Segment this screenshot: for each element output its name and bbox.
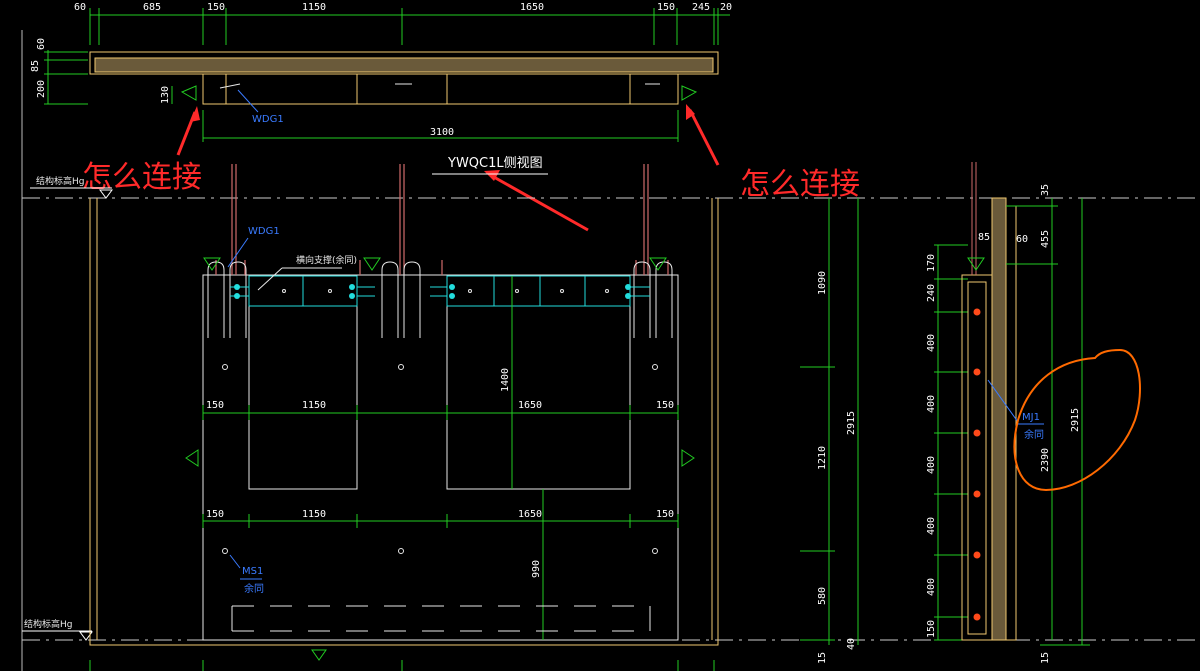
vertical-dim-990: 990 (531, 560, 542, 578)
side-dim-150: 150 (926, 620, 937, 638)
mj1-sub: 余同 (1024, 428, 1044, 441)
annotation-arrows (176, 104, 720, 232)
side-dim-400-b: 400 (926, 395, 937, 413)
row2-dim-150-left: 150 (206, 509, 224, 520)
right-dim-1210: 1210 (817, 446, 828, 470)
side-dim-400-c: 400 (926, 456, 937, 474)
side-top-dim-60: 60 (1016, 234, 1028, 245)
top-dim-245: 245 (692, 2, 710, 13)
drawing-title: YWQC1L侧视图 (447, 156, 543, 171)
level-bottom-label: 结构标高Hg (24, 618, 72, 630)
top-plan-view: 60 685 150 1150 1650 150 245 20 60 85 20… (30, 2, 732, 142)
row2-dim-150-right: 150 (656, 509, 674, 520)
side-top-dim-85: 85 (978, 232, 990, 243)
side-right-dim-15: 15 (1040, 652, 1051, 664)
row1-dim-150-right: 150 (656, 400, 674, 411)
middle-beam-label: 横向支撑(余同) (296, 254, 357, 266)
overall-width-dim: 3100 (430, 127, 454, 138)
annotation-left: 怎么连接 (82, 160, 202, 195)
top-dim-20: 20 (720, 2, 732, 13)
row2-dim-1150: 1150 (302, 509, 326, 520)
side-right-dim-455: 455 (1040, 230, 1051, 248)
top-dim-685: 685 (143, 2, 161, 13)
bottom-ticks (89, 660, 715, 671)
wdg1-mid-label: WDG1 (248, 226, 280, 237)
side-dim-240: 240 (926, 284, 937, 302)
side-right-dim-35: 35 (1040, 184, 1051, 196)
side-dim-400-e: 400 (926, 578, 937, 596)
right-dim-1090: 1090 (817, 271, 828, 295)
side-right-dim-2390: 2390 (1040, 448, 1051, 472)
top-dim-150-left: 150 (207, 2, 225, 13)
side-dim-400-d: 400 (926, 517, 937, 535)
top-dim-150-right: 150 (657, 2, 675, 13)
side-right-dim-2915: 2915 (1070, 408, 1081, 432)
annotation-right: 怎么连接 (740, 167, 860, 202)
top-dim-1150: 1150 (302, 2, 326, 13)
dim-130: 130 (160, 86, 171, 104)
ms1-label: MS1 (242, 566, 263, 577)
row2-dim-1650: 1650 (518, 509, 542, 520)
right-dim-2915: 2915 (846, 411, 857, 435)
row1-dim-1150: 1150 (302, 400, 326, 411)
level-top-label: 结构标高Hg (36, 175, 84, 187)
insulation-hatch (94, 57, 714, 73)
side-dim-170: 170 (926, 254, 937, 272)
row1-dim-150-left: 150 (206, 400, 224, 411)
vertical-dim-1400: 1400 (500, 368, 511, 392)
top-dim-60: 60 (74, 2, 86, 13)
orange-highlight-circle (1013, 348, 1141, 492)
row1-dim-1650: 1650 (518, 400, 542, 411)
left-dim-200: 200 (36, 80, 47, 98)
ms1-sub: 余同 (244, 582, 264, 595)
top-dim-1650: 1650 (520, 2, 544, 13)
right-dim-580: 580 (817, 587, 828, 605)
side-dim-400-a: 400 (926, 334, 937, 352)
mj1-label: MJ1 (1022, 412, 1040, 423)
left-dim-60: 60 (36, 38, 47, 50)
side-section-view: 170 240 400 400 400 400 400 150 85 60 35… (926, 162, 1141, 664)
wdg1-top-label: WDG1 (252, 114, 284, 125)
left-dim-85: 85 (30, 60, 41, 72)
right-dim-15: 15 (817, 652, 828, 664)
right-dim-40: 40 (846, 638, 857, 650)
